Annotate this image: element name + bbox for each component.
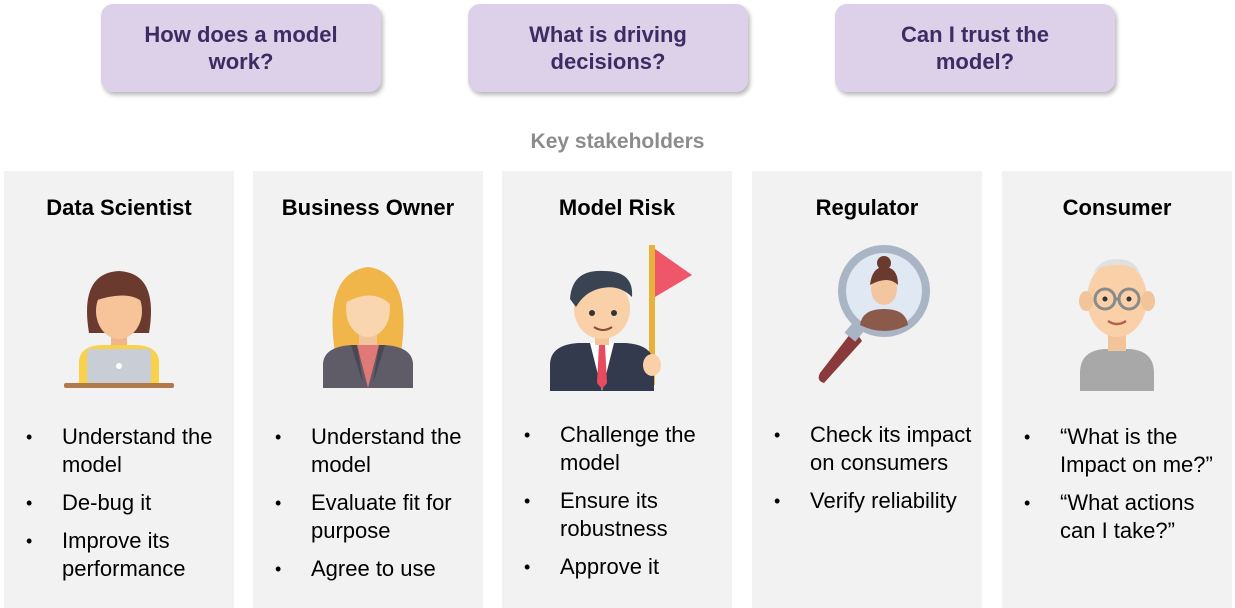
list-item: Agree to use — [253, 555, 483, 583]
list-item: Challenge the model — [502, 421, 732, 477]
bullet-list: Check its impact on consumers Verify rel… — [752, 421, 982, 525]
list-item: Understand the model — [4, 423, 234, 479]
bullet-list: “What is the Impact on me?” “What action… — [1002, 423, 1232, 555]
list-item: Improve its performance — [4, 527, 234, 583]
stakeholder-card-data-scientist: Data Scientist Understand the model De-b… — [4, 171, 234, 608]
question-trust-model: Can I trust the model? — [835, 4, 1115, 92]
stakeholder-card-model-risk: Model Risk Challenge the model Ensure it… — [502, 171, 732, 608]
list-item: Approve it — [502, 553, 732, 581]
stakeholders-heading: Key stakeholders — [530, 130, 705, 153]
list-item: Check its impact on consumers — [752, 421, 982, 477]
question-driving-decisions: What is driving decisions? — [468, 4, 748, 92]
bullet-list: Understand the model De-bug it Improve i… — [4, 423, 234, 593]
stakeholder-card-business-owner: Business Owner Understand the model Eval… — [253, 171, 483, 608]
bullet-list: Understand the model Evaluate fit for pu… — [253, 423, 483, 593]
card-title: Regulator — [815, 195, 919, 220]
list-item: “What is the Impact on me?” — [1002, 423, 1232, 479]
consumer-icon — [1079, 259, 1155, 391]
magnifier-icon — [818, 245, 930, 383]
list-item: Evaluate fit for purpose — [253, 489, 483, 545]
stakeholder-card-regulator: Regulator Check its impact on consumers … — [752, 171, 982, 608]
business-owner-icon — [323, 267, 413, 388]
question-how-model-works: How does a model work? — [101, 4, 381, 92]
model-risk-icon — [550, 245, 692, 391]
list-item: Understand the model — [253, 423, 483, 479]
stakeholder-card-consumer: Consumer “What is the Impact on me?” “Wh… — [1002, 171, 1232, 608]
list-item: Verify reliability — [752, 487, 982, 515]
card-title: Business Owner — [281, 195, 455, 220]
card-title: Model Risk — [558, 195, 676, 220]
card-title: Consumer — [1062, 195, 1172, 220]
card-title: Data Scientist — [46, 195, 192, 220]
bullet-list: Challenge the model Ensure its robustnes… — [502, 421, 732, 591]
list-item: De-bug it — [4, 489, 234, 517]
list-item: “What actions can I take?” — [1002, 489, 1232, 545]
data-scientist-icon — [64, 271, 174, 388]
list-item: Ensure its robustness — [502, 487, 732, 543]
